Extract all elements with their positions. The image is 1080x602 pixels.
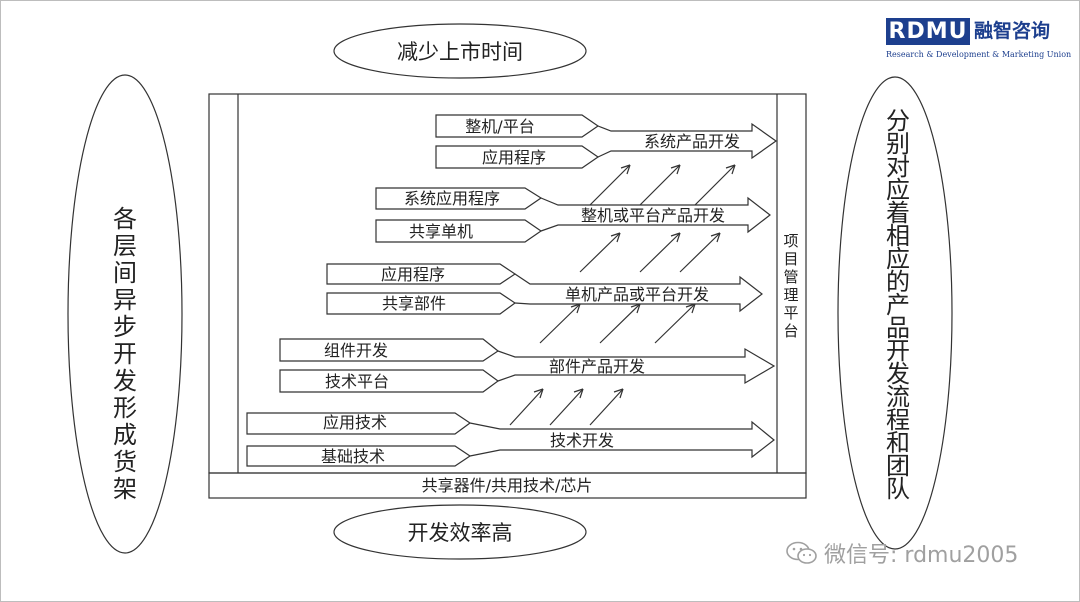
vertical-char: 团 — [886, 452, 910, 480]
vertical-char: 管 — [783, 268, 798, 286]
row1-merge-arrow — [597, 122, 778, 160]
vertical-char: 平 — [783, 304, 798, 322]
row1-input2-label: 应用程序 — [482, 148, 546, 167]
vertical-char: 异 — [113, 286, 137, 314]
vertical-char: 各 — [113, 205, 137, 233]
vertical-char: 的 — [886, 268, 910, 296]
wechat-icon — [786, 541, 817, 564]
row2-input2-label: 共享单机 — [409, 222, 473, 241]
row3-input1-label: 应用程序 — [381, 265, 445, 284]
row4-input2-arrow — [279, 369, 500, 393]
row2-merge-arrow — [540, 196, 771, 234]
vertical-char: 架 — [113, 475, 137, 503]
vertical-char: 成 — [113, 421, 137, 449]
vertical-char: 台 — [783, 322, 798, 340]
watermark-text: 微信号: rdmu2005 — [824, 543, 1019, 568]
row3-input1-arrow — [326, 263, 517, 285]
row1-input1-label: 整机/平台 — [465, 117, 534, 136]
row3-input2-arrow — [326, 292, 517, 315]
logo-chinese-name: 融智咨询 — [974, 20, 1051, 42]
row1-output-label: 系统产品开发 — [644, 132, 740, 151]
right-ellipse — [837, 76, 953, 550]
row3-merge-arrow — [514, 273, 763, 313]
vertical-char: 理 — [783, 286, 798, 304]
row4-input1-arrow — [279, 338, 500, 362]
base-bar-label: 共享器件/共用技术/芯片 — [422, 476, 593, 495]
vertical-char: 队 — [886, 475, 910, 503]
row3-input2-label: 共享部件 — [382, 294, 446, 313]
row2-output-label: 整机或平台产品开发 — [581, 206, 725, 225]
row5-input2-arrow — [246, 445, 472, 467]
row5-input2-label: 基础技术 — [321, 447, 385, 466]
vertical-char: 货 — [113, 448, 137, 476]
row3-output-label: 单机产品或平台开发 — [565, 285, 709, 304]
row2-input2-arrow — [375, 219, 543, 243]
wechat-watermark: 微信号: rdmu2005 — [784, 538, 1018, 568]
vertical-char: 对 — [886, 153, 910, 181]
vertical-char: 着 — [886, 199, 910, 227]
row4-input2-label: 技术平台 — [325, 372, 389, 391]
row1-input1-arrow — [435, 114, 600, 138]
vertical-char: 形 — [113, 394, 137, 422]
vertical-char: 品 — [886, 314, 910, 342]
vertical-char: 别 — [886, 130, 910, 158]
vertical-char: 流 — [886, 383, 910, 411]
row5-merge-arrow — [469, 420, 775, 459]
bottom-ellipse-label: 开发效率高 — [408, 521, 513, 545]
logo-english-name: Research & Development & Marketing Union — [886, 50, 1072, 59]
row2-input1-arrow — [375, 187, 543, 210]
row4-merge-arrow — [497, 347, 776, 385]
logo: RDMU 融智咨询 Research & Development & Marke… — [886, 18, 1072, 68]
vertical-char: 分 — [886, 107, 910, 135]
vertical-char: 发 — [113, 367, 137, 395]
row1-input2-arrow — [435, 145, 600, 169]
vertical-char: 和 — [886, 429, 910, 457]
top-ellipse — [333, 23, 587, 79]
vertical-char: 步 — [113, 313, 137, 341]
vertical-char: 开 — [886, 337, 910, 365]
vertical-char: 应 — [886, 176, 910, 204]
vertical-char: 相 — [886, 222, 910, 250]
bottom-ellipse — [333, 504, 587, 560]
left-ellipse — [67, 74, 183, 554]
row5-input1-label: 应用技术 — [323, 413, 387, 432]
row4-input1-label: 组件开发 — [324, 341, 388, 360]
vertical-char: 层 — [113, 232, 137, 260]
vertical-char: 发 — [886, 360, 910, 388]
row4-output-label: 部件产品开发 — [549, 357, 645, 376]
top-ellipse-label: 减少上市时间 — [397, 40, 523, 64]
base-bar — [208, 472, 807, 499]
vertical-char: 开 — [113, 340, 137, 368]
row5-input1-arrow — [246, 412, 472, 435]
row2-input1-label: 系统应用程序 — [404, 189, 500, 208]
vertical-char: 程 — [886, 406, 910, 434]
row5-output-label: 技术开发 — [550, 431, 614, 450]
vertical-char: 应 — [886, 245, 910, 273]
vertical-char: 产 — [886, 291, 910, 319]
upward-arrows — [509, 164, 736, 426]
vertical-char: 项 — [783, 232, 798, 250]
logo-abbr: RDMU — [886, 18, 970, 45]
vertical-char: 间 — [113, 259, 137, 287]
vertical-char: 目 — [783, 250, 798, 268]
